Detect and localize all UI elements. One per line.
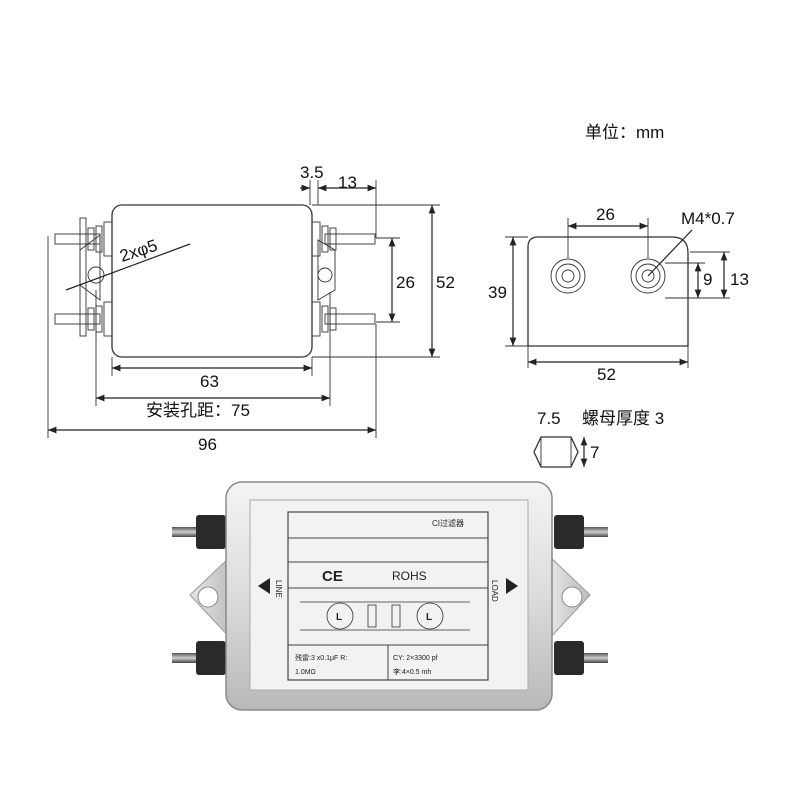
dim-52-front: 52	[436, 273, 455, 292]
product-photo: CI过滤器 CE ROHS L L 残雷:3 x0.1μF R: 1.0MΩ C…	[172, 481, 608, 711]
mount-hole-right	[317, 267, 333, 283]
photo-filter-type: CI过滤器	[432, 518, 464, 528]
thread-label: M4*0.7	[681, 209, 735, 228]
dim-13-top: 13	[338, 173, 357, 192]
dim-26-front: 26	[396, 273, 415, 292]
photo-spec-l: 李:4×0.5 mh	[393, 667, 431, 676]
dim-39: 39	[488, 283, 507, 302]
rohs-mark: ROHS	[392, 569, 427, 583]
inductor-l-right: L	[426, 612, 432, 623]
side-view: 26 M4*0.7 39 9 13 52	[488, 205, 749, 384]
dim-26-side: 26	[596, 205, 615, 224]
dim-52-side: 52	[597, 365, 616, 384]
dim-3-5: 3.5	[300, 163, 324, 182]
nut-width: 7.5	[537, 409, 561, 428]
nut-thickness-label: 螺母厚度 3	[582, 409, 664, 428]
terminals-right	[311, 221, 376, 337]
photo-spec-cx: 残雷:3 x0.1μF R:	[295, 653, 347, 662]
flange-right	[317, 239, 336, 301]
photo-bolts	[172, 515, 608, 675]
photo-spec-r: 1.0MΩ	[295, 669, 316, 676]
photo-spec-cy: CY: 2×3300 pf	[393, 655, 438, 662]
side-body-outline	[527, 236, 689, 347]
ce-mark: CE	[322, 568, 343, 585]
line-arrow-icon	[258, 578, 270, 594]
mount-hole-left	[87, 266, 105, 284]
load-arrow-icon	[506, 578, 518, 594]
photo-schematic	[300, 601, 470, 631]
photo-label-panel	[249, 499, 529, 691]
nut-detail: 7.5 螺母厚度 3 7	[533, 409, 664, 468]
filter-body-outline	[111, 204, 313, 358]
dim-9: 9	[703, 270, 712, 289]
front-view: 2xφ5 3.5 13 26 52 63 安装孔距：75 96	[47, 163, 455, 454]
dim-13-side: 13	[730, 270, 749, 289]
dim-63: 63	[200, 372, 219, 391]
dim-96: 96	[198, 435, 217, 454]
hole-leader	[65, 243, 191, 291]
photo-line-label: LINE	[274, 580, 283, 598]
nut-height: 7	[590, 443, 599, 462]
terminals-left	[54, 217, 113, 337]
photo-load-label: LOAD	[490, 580, 499, 602]
inductor-l-left: L	[336, 612, 342, 623]
dim-75: 安装孔距：75	[146, 401, 250, 420]
unit-label: 单位：mm	[585, 123, 664, 142]
